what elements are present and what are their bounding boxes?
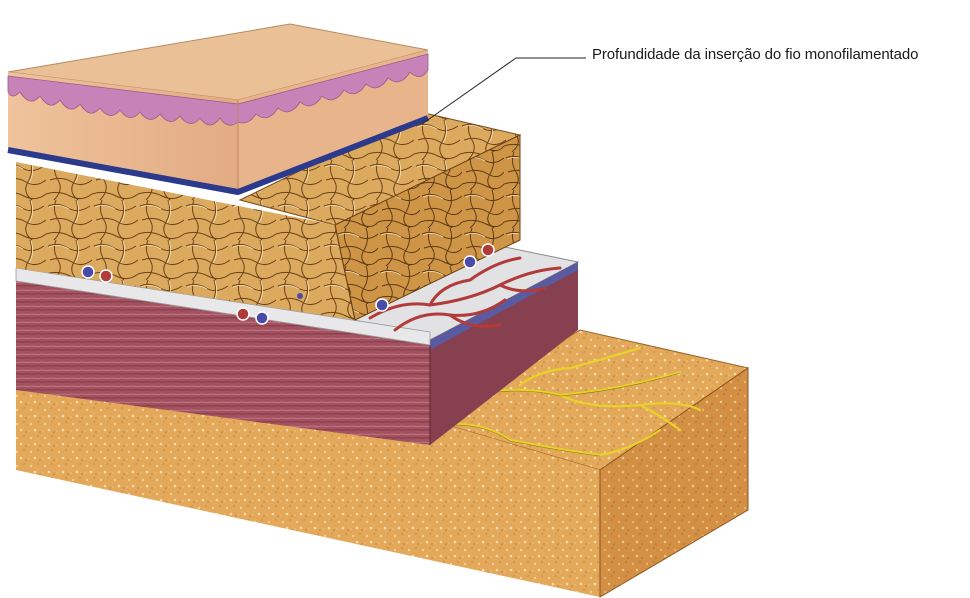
depth-annotation-label: Profundidade da inserção do fio monofila… [592,46,918,63]
callout-leader-line [422,58,586,124]
